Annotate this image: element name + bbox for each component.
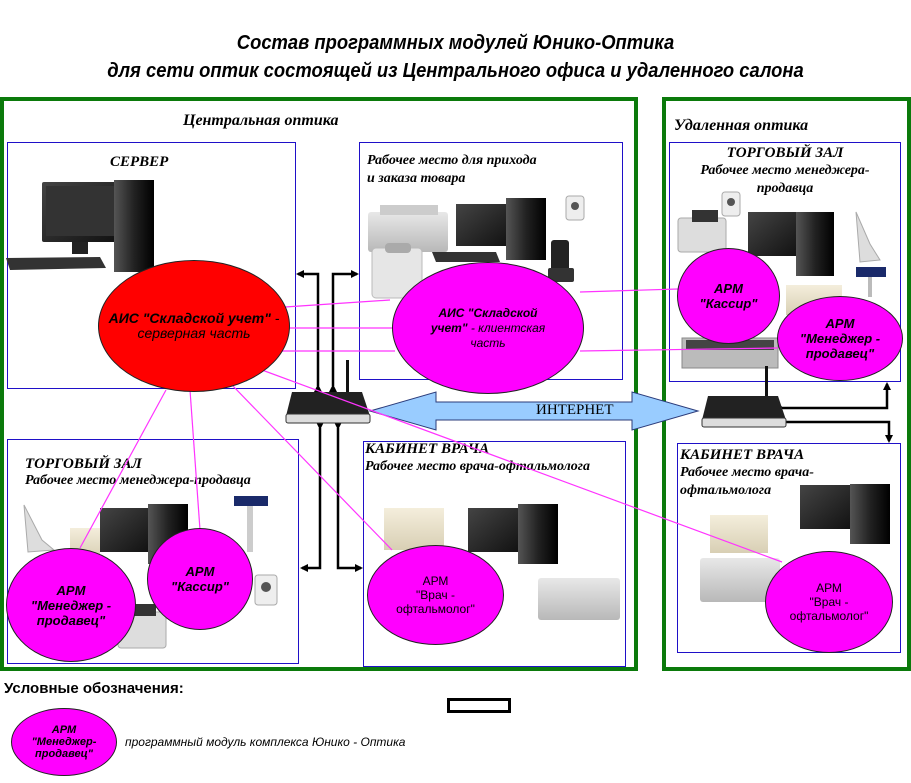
- remote-doctor-module-ellipse[interactable]: АРМ "Врач - офтальмолог": [765, 551, 893, 653]
- central-kassir-module-line1: АРМ: [185, 564, 215, 579]
- intake-client-module-ellipse[interactable]: АИС "Складской учет" - клиентская часть: [392, 262, 584, 394]
- central-kassir-module-line2: "Кассир": [171, 579, 229, 594]
- remote-sales-subheading-line2: продавца: [756, 181, 814, 196]
- central-doctor-module-line2: "Врач -: [416, 588, 455, 602]
- legend-description: программный модуль комплекса Юнико - Опт…: [125, 735, 406, 749]
- remote-doctor-module-line1: АРМ: [816, 581, 842, 595]
- remote-manager-module-line3: продавец": [805, 346, 875, 361]
- remote-doctor-module-line2: "Врач -: [809, 595, 849, 609]
- remote-sales-heading: ТОРГОВЫЙ ЗАЛ: [726, 145, 844, 161]
- central-doctor-module-line1: АРМ: [422, 574, 449, 588]
- server-module-desc: серверная часть: [137, 325, 251, 341]
- intake-heading-line2: и заказа товара: [367, 171, 466, 186]
- central-kassir-module-ellipse[interactable]: АРМ "Кассир": [147, 528, 253, 630]
- intake-module-name: АИС "Складской учет": [430, 305, 538, 335]
- central-doctor-module-line3: офтальмолог": [396, 602, 475, 616]
- server-module-dash: -: [270, 310, 280, 326]
- diagram-title-line2: для сети оптик состоящей из Центрального…: [107, 60, 804, 82]
- intake-heading-line1: Рабочее место для прихода: [367, 153, 537, 168]
- legend-module-line2: "Менеджер-: [31, 736, 97, 748]
- remote-doctor-heading: КАБИНЕТ ВРАЧА: [680, 447, 805, 463]
- central-doctor-heading: КАБИНЕТ ВРАЧА: [365, 441, 490, 457]
- remote-doctor-subheading-line1: Рабочее место врача-: [680, 465, 814, 480]
- remote-kassir-module-line1: АРМ: [714, 281, 743, 296]
- remote-sales-subheading-line1: Рабочее место менеджера-: [700, 163, 870, 178]
- central-manager-module-line3: продавец": [36, 612, 106, 628]
- remote-sales-floor-box: [669, 142, 901, 382]
- central-optics-label: Центральная оптика: [183, 112, 339, 129]
- central-sales-subheading: Рабочее место менеджера-продавца: [25, 473, 251, 488]
- intake-module-desc: - клиентская часть: [467, 320, 546, 350]
- central-manager-module-ellipse[interactable]: АРМ "Менеджер - продавец": [6, 548, 136, 662]
- legend-heading: Условные обозначения:: [4, 680, 184, 697]
- remote-manager-module-line2: "Менеджер -: [799, 331, 881, 346]
- remote-manager-module-line1: АРМ: [825, 316, 855, 331]
- remote-kassir-module-line2: "Кассир": [699, 296, 758, 311]
- server-module-ellipse[interactable]: АИС "Складской учет" - серверная часть: [98, 260, 290, 392]
- central-doctor-subheading: Рабочее место врача-офтальмолога: [365, 459, 590, 474]
- legend-empty-box: [447, 698, 511, 713]
- central-doctor-module-ellipse[interactable]: АРМ "Врач - офтальмолог": [367, 545, 504, 645]
- remote-kassir-module-ellipse[interactable]: АРМ "Кассир": [677, 248, 780, 344]
- remote-doctor-subheading-line2: офтальмолога: [680, 483, 772, 498]
- legend-module-line3: продавец": [35, 748, 93, 760]
- central-manager-module-line1: АРМ: [56, 582, 86, 598]
- central-sales-heading: ТОРГОВЫЙ ЗАЛ: [25, 456, 142, 472]
- server-module-name: АИС "Складской учет": [108, 310, 271, 326]
- remote-optics-label: Удаленная оптика: [674, 117, 809, 134]
- diagram-title-line1: Состав программных модулей Юнико-Оптика: [236, 32, 675, 54]
- central-manager-module-line2: "Менеджер -: [30, 597, 112, 613]
- server-heading: СЕРВЕР: [110, 154, 169, 170]
- remote-doctor-module-line3: офтальмолог": [789, 609, 869, 623]
- internet-label: ИНТЕРНЕТ: [536, 402, 614, 418]
- legend-module-ellipse: АРМ "Менеджер- продавец": [11, 708, 117, 776]
- remote-manager-module-ellipse[interactable]: АРМ "Менеджер - продавец": [777, 296, 903, 381]
- legend-module-line1: АРМ: [51, 724, 77, 736]
